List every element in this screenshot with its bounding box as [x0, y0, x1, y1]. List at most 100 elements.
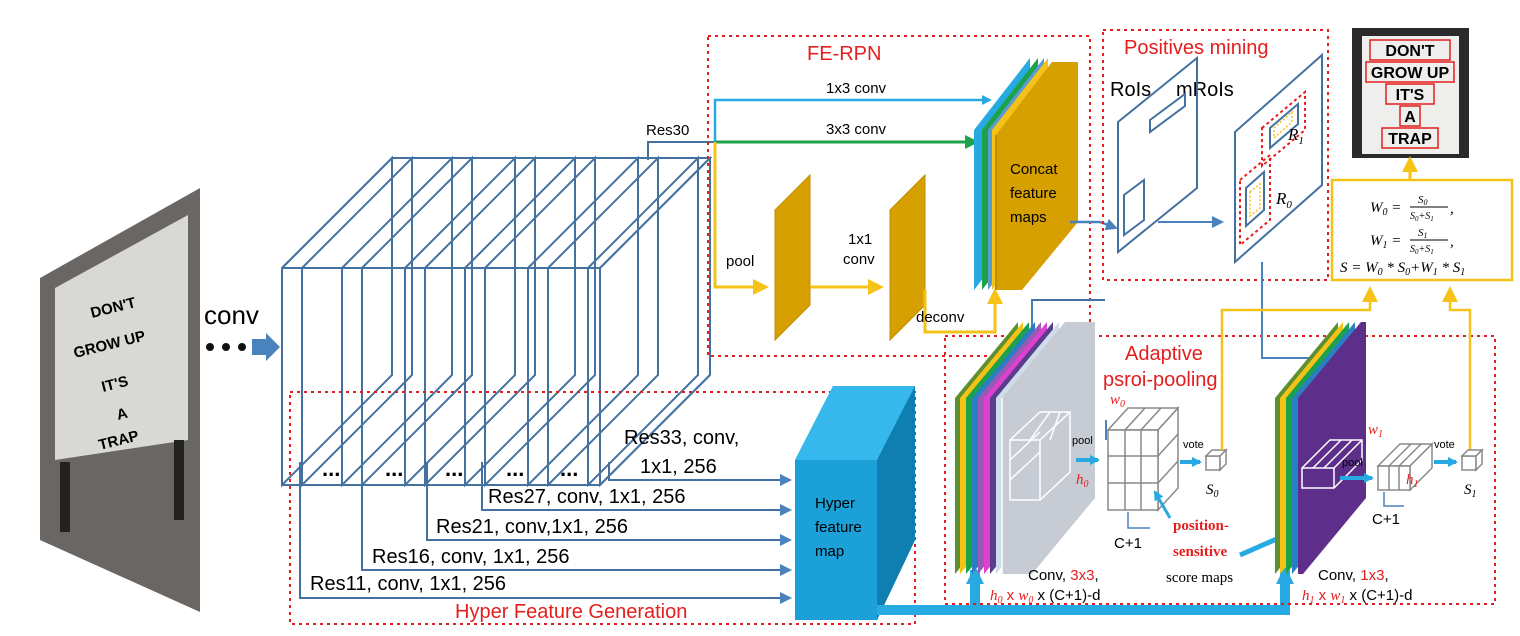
left-dim-caption: h0 x w0 x (C+1)-d: [990, 587, 1100, 606]
fe-rpn-box: [707, 35, 1091, 357]
ellipsis-dots: [206, 343, 246, 351]
tap-res21-label: Res21, conv,1x1, 256: [436, 516, 628, 538]
positives-mining-box: [1102, 29, 1329, 281]
backbone-slab-1: [281, 155, 393, 488]
right-pooled-cube: [1376, 442, 1434, 492]
input-sign-line-4: A: [115, 405, 130, 424]
conv1x1-label-a: 1x1: [848, 231, 872, 248]
svg-text:,: ,: [1450, 234, 1454, 250]
input-sign-line-3: IT'S: [100, 373, 130, 396]
conv1x3-arrow: [713, 95, 992, 142]
h1-label: h1: [1406, 472, 1419, 490]
right-conv-caption: Conv, 1x3,: [1318, 567, 1389, 584]
mroi-r1: [1261, 89, 1306, 169]
r0-label: R0: [1275, 189, 1292, 211]
positives-mining-title: Positives mining: [1124, 37, 1269, 59]
s1-cube: [1460, 448, 1484, 472]
svg-text:W1 =: W1 =: [1370, 233, 1401, 251]
output-sign-line-2: GROW UP: [1371, 65, 1450, 82]
hyper-to-right-maps-arrow: [975, 566, 1294, 615]
conv1x3-label: 1x3 conv: [826, 80, 887, 97]
right-pool-label: pool: [1342, 457, 1363, 469]
backbone-bottom-edge: [282, 374, 711, 486]
backbone-slab-7: [464, 155, 576, 488]
tap-res33-label-b: 1x1, 256: [640, 456, 717, 478]
block-dots-3: ...: [445, 456, 463, 481]
left-pooled-cube: [1106, 406, 1180, 512]
block-dots-1: ...: [322, 456, 340, 481]
rois-plane: [1117, 55, 1198, 255]
adaptive-title-1: Adaptive: [1125, 343, 1203, 365]
hyper-map-label-3: map: [815, 543, 844, 560]
ps-label-1: position-: [1173, 518, 1229, 534]
backbone-slab-10: [547, 155, 659, 488]
r1-label: R1: [1287, 125, 1304, 147]
concat-label-2: feature: [1010, 185, 1057, 202]
hyper-map-label-1: Hyper: [815, 495, 855, 512]
roi-box-top: [1149, 92, 1186, 134]
pooled-feature-map: [774, 173, 811, 342]
deconv-arrow: [923, 288, 1003, 334]
output-sign-line-3: IT'S: [1396, 87, 1425, 104]
output-sign-line-1: DON'T: [1385, 43, 1434, 60]
right-vote-label: vote: [1434, 439, 1455, 451]
backbone-dots: ... ... ... ... ...: [322, 456, 578, 481]
hyper-box: [289, 391, 916, 625]
backbone-slab-5: [404, 155, 516, 488]
right-roi-grid: [1301, 439, 1363, 489]
concat-feature-maps: [974, 58, 1078, 290]
concat-label-3: maps: [1010, 209, 1047, 226]
left-pool-label: pool: [1072, 435, 1093, 447]
left-score-maps: [955, 322, 1095, 574]
deconv-label: deconv: [916, 309, 965, 326]
pool-label: pool: [726, 253, 754, 270]
s0-cube: [1204, 448, 1228, 472]
right-score-maps: [1275, 322, 1366, 574]
output-sign-line-5: TRAP: [1388, 131, 1432, 148]
left-c-plus-1: C+1: [1114, 535, 1142, 552]
left-vote-label: vote: [1183, 439, 1204, 451]
tap-lines: [299, 462, 792, 604]
backbone-slab-6: [424, 155, 536, 488]
ps-pointer-left: [1153, 490, 1172, 519]
output-image: DON'T GROW UP IT'S A TRAP: [1352, 28, 1469, 158]
backbone-slab-8: [484, 155, 596, 488]
w0-label: w0: [1110, 392, 1125, 410]
block-dots-5: ...: [560, 456, 578, 481]
concat-label-1: Concat: [1010, 161, 1058, 178]
weights-box: [1330, 178, 1514, 282]
hyper-feature-map: [795, 386, 915, 620]
tap-res16-label: Res16, conv, 1x1, 256: [372, 546, 570, 568]
s1-to-weights-arrow: [1442, 286, 1472, 450]
res30-label: Res30: [646, 122, 689, 139]
adaptive-title-2: psroi-pooling: [1103, 369, 1218, 391]
svg-text:S0: S0: [1418, 194, 1428, 207]
conv-label: conv: [204, 300, 259, 330]
left-roi-grid: [1009, 411, 1071, 501]
backbone-slab-2: [301, 155, 413, 488]
tap-res33-label-a: Res33, conv,: [624, 427, 739, 449]
conv-arrow: [252, 333, 280, 361]
output-sign-line-4: A: [1404, 109, 1416, 126]
hyper-title: Hyper Feature Generation: [455, 601, 687, 623]
block-dots-4: ...: [506, 456, 524, 481]
ps-label-3: score maps: [1166, 570, 1233, 586]
h0-label: h0: [1076, 472, 1089, 490]
weight-formulas: W0 = S0 S0+S1 , W1 = S1 S0+S1 , S = W0 *…: [1340, 194, 1465, 278]
fe-rpn-title: FE-RPN: [807, 43, 881, 65]
svg-text:S1: S1: [1418, 227, 1428, 240]
adaptive-box: [944, 335, 1496, 605]
tap-res27-label: Res27, conv, 1x1, 256: [488, 486, 686, 508]
right-c-plus-1: C+1: [1372, 511, 1400, 528]
backbone-top-face: [281, 157, 713, 269]
s0-label: S0: [1206, 482, 1219, 500]
rois-label: RoIs: [1110, 79, 1151, 101]
svg-text:S0+S1: S0+S1: [1410, 211, 1434, 223]
svg-text:,: ,: [1450, 201, 1454, 217]
block-dots-2: ...: [385, 456, 403, 481]
backbone-slab-11: [587, 155, 699, 488]
input-image: DON'T GROW UP IT'S A TRAP: [40, 188, 200, 612]
mroi-r0: [1239, 152, 1271, 248]
svg-text:S = W0 * S0+W1 * S1: S = W0 * S0+W1 * S1: [1340, 260, 1465, 278]
